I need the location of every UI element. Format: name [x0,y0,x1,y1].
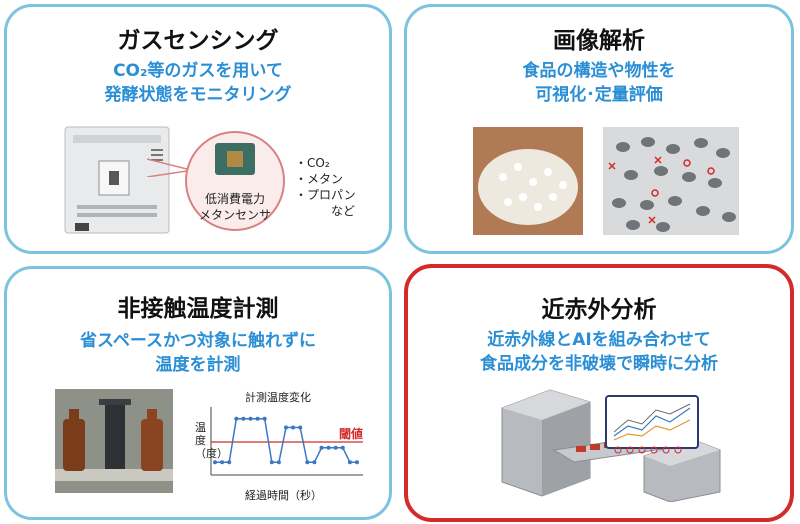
temperature-point [255,416,260,421]
gas-sensor-device-image [64,126,170,234]
image-title: 画像解析 [553,28,645,54]
chart-title: 計測温度変化 [245,391,311,404]
sensor-label-line1: 低消費電力 [204,192,265,206]
gas-sensing-card: ガスセンシング CO₂等のガスを用いて 発酵状態をモニタリング 低消費電力 メタ… [4,4,392,254]
bottle-line-photo [55,389,173,493]
temperature-point [284,425,288,430]
nir-subtitle-line2: 食品成分を非破壊で瞬時に分析 [480,354,718,374]
temperature-point [241,416,246,421]
temperature-point [355,460,359,465]
temp-title: 非接触温度計測 [117,296,279,322]
gas-title: ガスセンシング [117,28,279,54]
temperature-point [347,460,352,465]
temperature-point [269,460,274,465]
microscope-image [603,127,739,235]
gas-list-item: など [331,204,356,218]
temperature-point [326,445,331,450]
temperature-point [312,460,317,465]
temperature-point [305,460,310,465]
temperature-point [333,445,338,450]
temperature-point [220,460,225,465]
temperature-points [213,416,359,465]
temperature-point [319,445,324,450]
methane-sensor-circle [185,131,285,231]
temperature-point [340,445,345,450]
temperature-point [234,416,239,421]
nir-title: 近赤外分析 [541,297,657,323]
temp-subtitle-line2: 温度を計測 [155,355,241,375]
gas-list-item: ・メタン [295,172,344,186]
temperature-card: 非接触温度計測 省スペースかつ対象に触れずに 温度を計測 計測温度変化 温度（度… [4,266,392,520]
temperature-point [213,460,217,465]
pointer-line [147,158,187,177]
gas-list-item: ・プロパン [295,188,356,202]
x-axis-label: 経過時間（秒） [245,489,322,502]
temperature-point [227,460,232,465]
sensor-label-line2: メタンセンサ [198,208,271,222]
image-subtitle-line2: 可視化･定量評価 [535,85,663,105]
gas-subtitle-line1: CO₂等のガスを用いて [113,61,283,81]
temp-subtitle-line1: 省スペースかつ対象に触れずに [80,331,316,351]
temperature-point [291,425,296,430]
gas-list: ・CO₂ ・メタン ・プロパン など [295,155,356,219]
image-analysis-card: 画像解析 食品の構造や物性を 可視化･定量評価 [404,4,794,254]
nir-machine-illustration [501,389,721,502]
temperature-point [298,425,303,430]
threshold-label: 閾値 [339,427,364,441]
nir-subtitle-line1: 近赤外線とAIを組み合わせて [487,330,711,350]
temperature-point [276,460,281,465]
grain-photo [473,127,583,235]
gas-list-item: ・CO₂ [295,156,330,170]
temperature-chart [210,407,363,476]
nir-analysis-card: 近赤外分析 近赤外線とAIを組み合わせて 食品成分を非破壊で瞬時に分析 [404,264,794,522]
temperature-series-line [215,418,357,464]
gas-subtitle-line2: 発酵状態をモニタリング [104,85,292,105]
temperature-point [248,416,253,421]
image-subtitle-line1: 食品の構造や物性を [522,61,676,81]
temperature-point [262,416,267,421]
